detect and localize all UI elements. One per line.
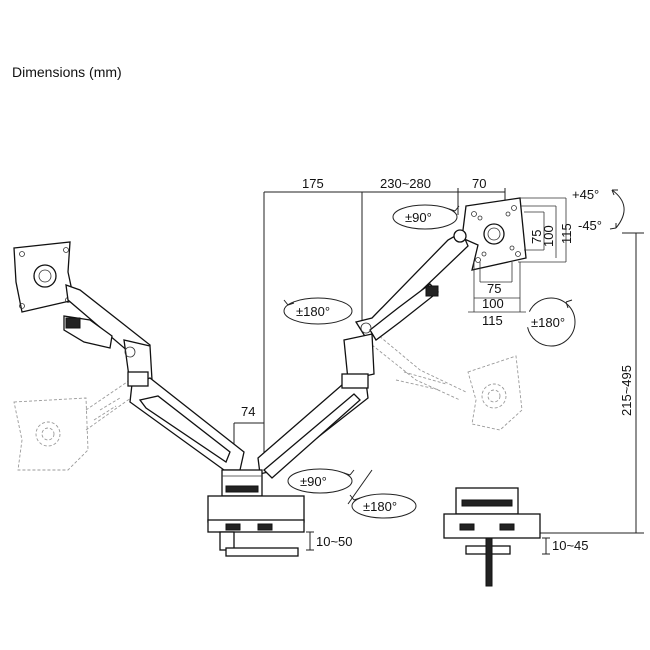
left-lower-arm (127, 371, 245, 471)
top-dimension-lines (263, 188, 506, 455)
diagram-title: Dimensions (mm) (12, 64, 122, 80)
rot-swivel-lower: ±180° (363, 499, 397, 514)
rot-swivel-head: ±90° (405, 210, 432, 225)
clamp-dimension (306, 531, 314, 551)
dim-vesa-h115: 115 (482, 313, 503, 328)
dim-175: 175 (302, 176, 324, 191)
dim-grommet-range: 10~45 (552, 538, 589, 553)
ghost-left-monitor (13, 371, 151, 471)
rot-tilt-up: +45° (572, 187, 599, 202)
dim-vesa-h100: 100 (482, 296, 504, 311)
rot-rotate-screen: ±180° (531, 315, 565, 330)
dim-vesa-v75: 75 (529, 230, 544, 244)
grommet-dimension (542, 537, 550, 555)
right-upper-arm (343, 229, 469, 381)
rot-tilt-down: -45° (578, 218, 602, 233)
left-upper-arm (63, 284, 153, 385)
center-pole (221, 469, 263, 497)
dim-215-495: 215~495 (619, 365, 634, 416)
rot-swivel-arm: ±180° (296, 304, 330, 319)
ghost-right-monitor (371, 329, 523, 431)
rot-swivel-base: ±90° (300, 474, 327, 489)
left-vesa-plate (13, 241, 75, 313)
tilt-arrow-icon (609, 189, 625, 230)
dim-vesa-v100: 100 (541, 225, 556, 247)
dim-230-280: 230~280 (380, 176, 431, 191)
swivel-lower-arrow-icon (347, 469, 417, 519)
swivel-base-arrow-icon (287, 468, 355, 494)
vesa-plate-detail (461, 197, 567, 313)
dim-vesa-h75: 75 (487, 281, 501, 296)
rotate-screen-arrow-icon (526, 297, 576, 347)
dim-clamp-range: 10~50 (316, 534, 353, 549)
right-lower-arm (257, 373, 369, 479)
dim-70: 70 (472, 176, 486, 191)
swivel-arm-arrow-icon (283, 297, 353, 325)
swivel-head-arrow-icon (392, 204, 460, 230)
dim-vesa-v115: 115 (559, 223, 574, 244)
dim-74: 74 (241, 404, 255, 419)
desk-clamp (207, 495, 305, 557)
grommet-mount (443, 487, 541, 587)
